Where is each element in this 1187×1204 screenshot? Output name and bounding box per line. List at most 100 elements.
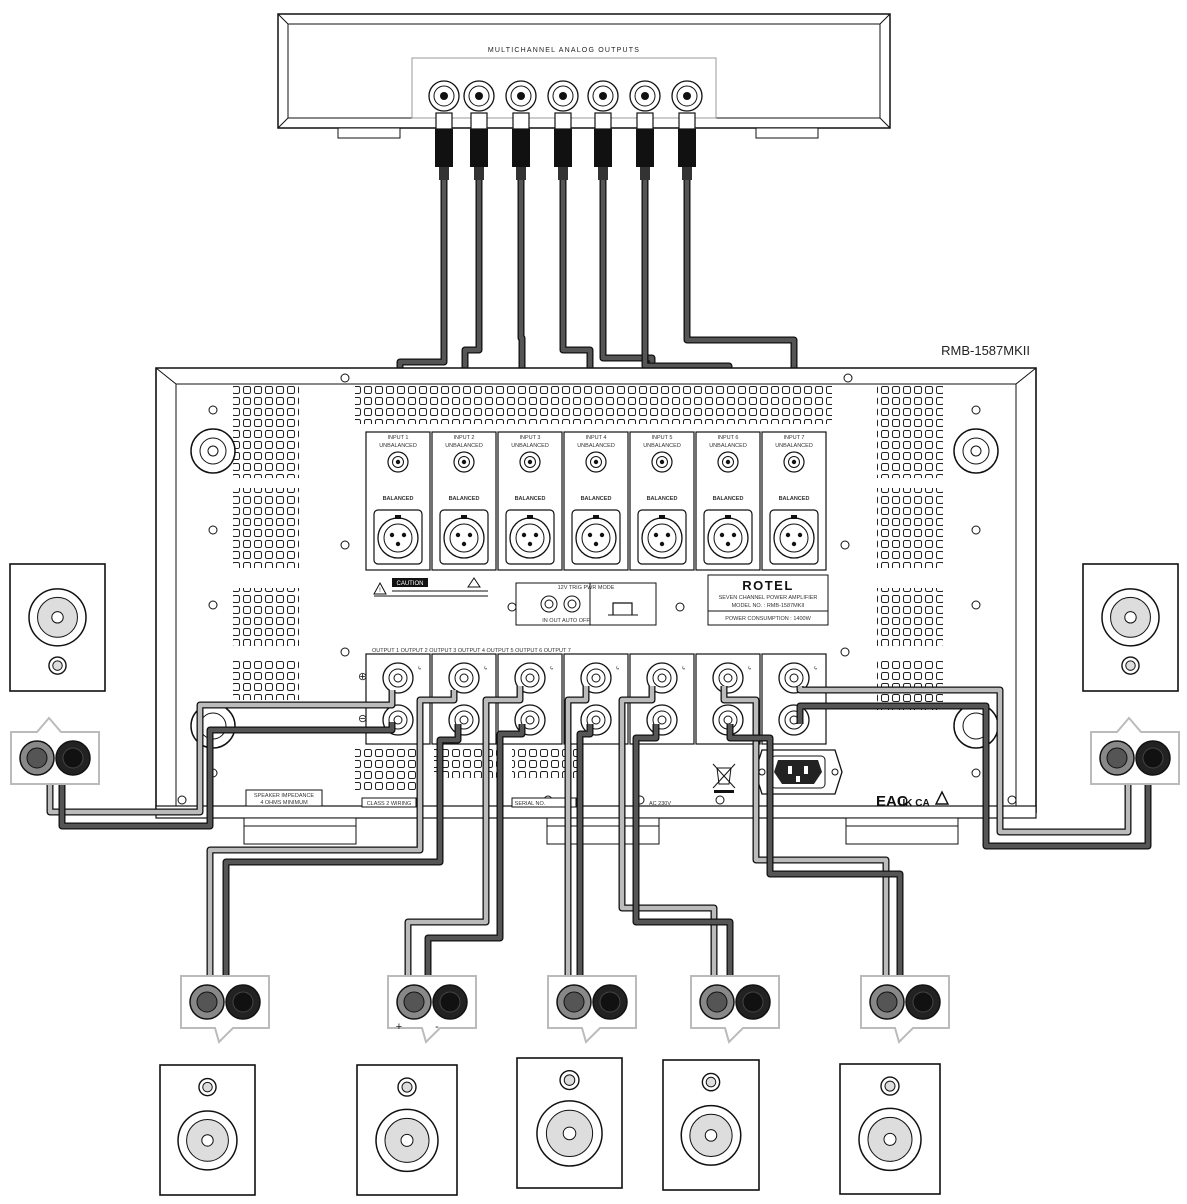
preamp-rca-jack[interactable] [671, 80, 703, 112]
polarity-plus-symbol: ⊕ [358, 671, 367, 683]
speaker-cabinet [662, 1059, 760, 1191]
eac-mark: EAC [876, 793, 908, 810]
woofer-dust-cap [562, 1126, 577, 1141]
rca-plug-collar [678, 112, 696, 130]
preamp-rca-jack[interactable] [587, 80, 619, 112]
rca-cable-outline [683, 180, 798, 378]
rca-plug-boot [682, 167, 692, 180]
speaker-terminal-callout [1090, 716, 1180, 785]
binding-post-hole [591, 715, 601, 725]
preamp-rca-jack[interactable] [505, 80, 537, 112]
lightning-icon: ϟ [682, 666, 685, 672]
balanced-label: BALANCED [515, 496, 546, 502]
speaker-terminal-callout [387, 975, 477, 1044]
tweeter-dome [52, 660, 63, 671]
xlr-socket-face [449, 523, 479, 553]
rca-cable [462, 180, 482, 378]
terminal-inner [196, 991, 218, 1013]
tweeter-dome [1125, 660, 1136, 671]
output-module: ϟ [497, 653, 563, 745]
xlr-pin [527, 541, 533, 547]
speaker-impedance-note-2: 4 OHMS MINIMUM [260, 800, 308, 806]
binding-post-hole [591, 673, 601, 683]
binding-post-hole [789, 673, 799, 683]
rca-plug-body [594, 129, 612, 167]
xlr-latch [725, 515, 731, 519]
rca-plug-boot [516, 167, 526, 180]
rca-plug-body [678, 129, 696, 167]
binding-post-hole [525, 715, 535, 725]
jack-pin [559, 92, 567, 100]
xlr-pin [395, 541, 401, 547]
tweeter-dome [202, 1081, 213, 1093]
tweeter-dome [705, 1076, 717, 1088]
preamp-rca-jack[interactable] [547, 80, 579, 112]
polarity-minus-symbol: ⊖ [358, 713, 367, 725]
xlr-socket-face [713, 523, 743, 553]
xlr-pin [653, 532, 659, 538]
xlr-socket-face [515, 523, 545, 553]
xlr-pin [455, 532, 461, 538]
tweeter-dome [563, 1074, 576, 1086]
bottom-labels: SPEAKER IMPEDANCE 4 OHMS MINIMUM CLASS 2… [245, 749, 950, 810]
speaker-cable-negative [797, 703, 1151, 849]
jack-pin [725, 459, 731, 465]
input-name-label: INPUT 5 [652, 435, 673, 441]
preamp-rca-jacks [428, 80, 703, 112]
ac-power-inlet[interactable] [754, 749, 843, 795]
binding-post-hole [393, 673, 403, 683]
model-label: RMB-1587MKII [941, 343, 1030, 358]
xlr-latch [593, 515, 599, 519]
speaker-cabinet [9, 563, 106, 692]
xlr-pin [731, 532, 737, 538]
preamp-rca-jack[interactable] [463, 80, 495, 112]
preamp-rca-jack[interactable] [428, 80, 460, 112]
speaker-terminal-callout [860, 975, 950, 1044]
xlr-latch [395, 515, 401, 519]
ukca-mark: UK CA [898, 798, 930, 809]
polarity-minus-label: - [435, 1021, 439, 1033]
speaker-terminal-callout [547, 975, 637, 1044]
xlr-latch [527, 515, 533, 519]
speaker-cable-negative [59, 722, 395, 829]
speaker-cable-negative [425, 724, 525, 1010]
rca-plug-body [512, 129, 530, 167]
speaker-cable-negative [727, 724, 903, 1010]
speaker-cable-positive [797, 686, 1131, 835]
lightning-icon: ϟ [616, 666, 619, 672]
unbalanced-label: UNBALANCED [445, 443, 483, 449]
nameplate-line-3: POWER CONSUMPTION : 1400W [725, 616, 811, 622]
binding-post-hole [657, 715, 667, 725]
speakers [9, 563, 1180, 1196]
preamp-rca-jack[interactable] [629, 80, 661, 112]
jack-pin [527, 459, 533, 465]
unbalanced-label: UNBALANCED [379, 443, 417, 449]
xlr-socket-face [647, 523, 677, 553]
jack-pin [593, 459, 599, 465]
binding-post-hole [459, 673, 469, 683]
xlr-pin [593, 541, 599, 547]
terminal-inner [706, 991, 728, 1013]
rca-plug-collar [470, 112, 488, 130]
trigger-title: 12V TRIG PWR MODE [558, 585, 615, 591]
jack-pin [475, 92, 483, 100]
xlr-pin [719, 532, 725, 538]
speaker-cabinet [516, 1057, 623, 1189]
input-name-label: INPUT 2 [454, 435, 475, 441]
binding-post-hole [393, 715, 403, 725]
balanced-label: BALANCED [779, 496, 810, 502]
unbalanced-label: UNBALANCED [577, 443, 615, 449]
terminal-inner [912, 991, 934, 1013]
jack-pin [791, 459, 797, 465]
speaker-terminal-callout [180, 975, 270, 1044]
xlr-pin [467, 532, 473, 538]
power-mode-switch[interactable] [612, 602, 633, 615]
binding-post-hole [459, 715, 469, 725]
